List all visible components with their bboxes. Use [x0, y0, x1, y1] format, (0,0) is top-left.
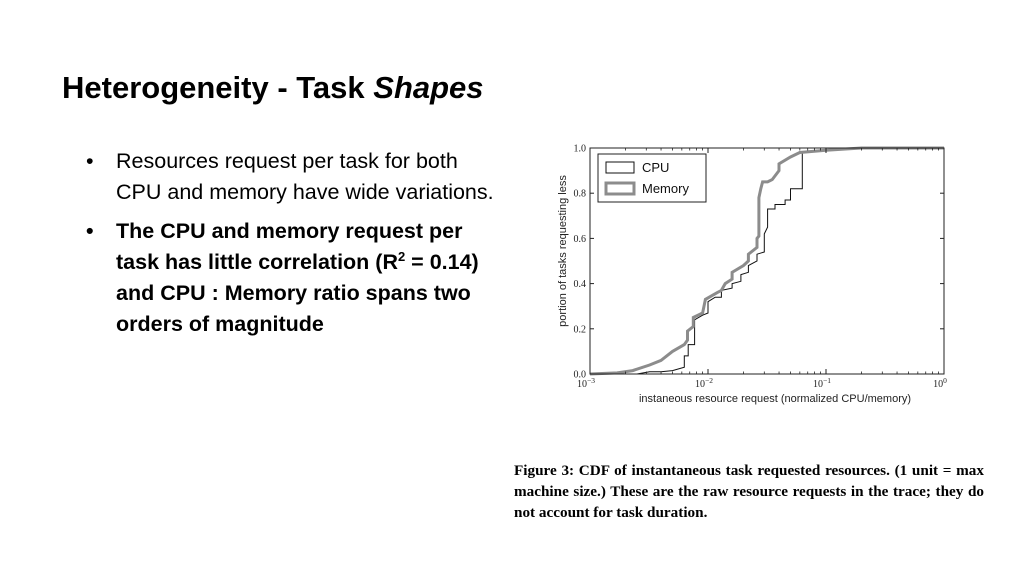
bullet-text-2-pre: The CPU and memory request per task has …	[116, 219, 463, 274]
y-tick-label: 0.6	[574, 234, 587, 245]
y-tick-label: 0.8	[574, 189, 587, 200]
y-tick-label: 1.0	[574, 144, 587, 155]
bullet-marker: •	[86, 149, 94, 173]
series-line-cpu	[590, 147, 944, 375]
x-tick-label: 10−2	[695, 376, 713, 390]
y-tick-label: 0.0	[574, 370, 587, 381]
bullet-text-2-post: = 0.14) and CPU : Memory ratio spans two…	[116, 250, 479, 336]
bullet-item-1: • Resources request per task for both CP…	[86, 146, 496, 208]
bullet-text-1: Resources request per task for both CPU …	[116, 149, 494, 204]
legend-swatch-cpu	[605, 161, 635, 174]
series-line-memory	[589, 146, 944, 376]
legend-swatch-memory	[604, 181, 636, 196]
r-squared-superscript: 2	[397, 248, 406, 264]
plot-frame	[589, 147, 945, 375]
slide-title: Heterogeneity - Task Shapes	[62, 68, 484, 108]
x-tick-label: 10−3	[577, 376, 595, 390]
figure-caption: Figure 3: CDF of instantaneous task requ…	[514, 462, 984, 521]
bullet-list: • Resources request per task for both CP…	[86, 146, 496, 348]
bullet-marker: •	[86, 219, 94, 243]
legend-label-cpu: CPU	[642, 160, 669, 175]
y-axis-label: portion of tasks requesting less	[557, 175, 569, 327]
y-tick-label: 0.4	[574, 279, 587, 290]
x-tick-label: 10−1	[813, 376, 831, 390]
x-axis-label: instaneous resource request (normalized …	[639, 393, 911, 405]
y-tick-label: 0.2	[574, 324, 587, 335]
bullet-item-2: • The CPU and memory request per task ha…	[86, 216, 496, 340]
title-italic: Shapes	[373, 70, 484, 105]
x-tick-label: 100	[933, 376, 947, 390]
legend-label-memory: Memory	[642, 181, 689, 196]
cdf-chart: 0.0 0.2 0.4 0.6 0.8 1.0 10−3 10−2 10−1 100 instane…	[557, 144, 947, 406]
title-plain: Heterogeneity - Task	[62, 70, 365, 105]
